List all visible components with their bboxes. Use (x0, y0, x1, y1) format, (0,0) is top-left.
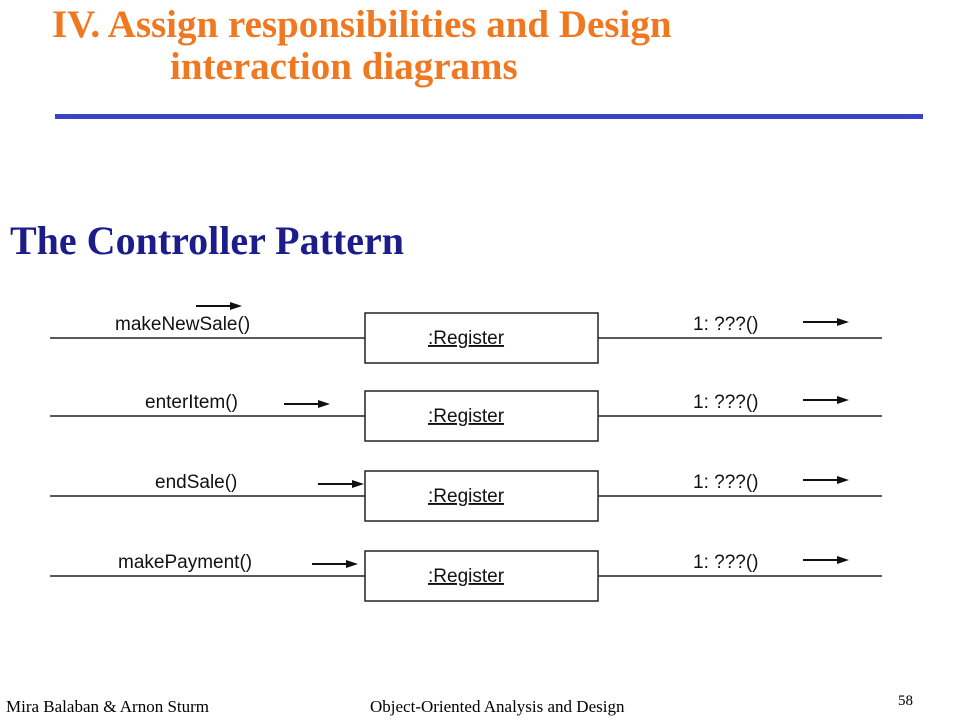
outgoing-message-label: 1: ???() (693, 552, 758, 573)
register-object-box (364, 312, 599, 364)
page-number: 58 (898, 693, 913, 709)
incoming-arrow (318, 480, 364, 488)
outgoing-arrow (803, 476, 849, 484)
incoming-message-label: enterItem() (145, 392, 238, 413)
incoming-message-label: endSale() (155, 472, 237, 493)
outgoing-arrow (803, 396, 849, 404)
slide-title-line-2: interaction diagrams (170, 45, 518, 88)
object-label: :Register (428, 406, 505, 427)
incoming-arrow (284, 400, 330, 408)
register-object-box (364, 390, 599, 442)
diagram-row: makePayment() :Register 1: ???() (50, 550, 882, 602)
incoming-arrow (196, 302, 242, 310)
diagram-row: makeNewSale() :Register 1: ???() (50, 302, 882, 364)
footer-authors: Mira Balaban & Arnon Sturm (6, 697, 210, 716)
slide-title-line-1: IV. Assign responsibilities and Design (52, 3, 672, 46)
slide-title: IV. Assign responsibilities and Design i… (52, 4, 672, 88)
outgoing-arrow (803, 556, 849, 564)
incoming-message-label: makePayment() (118, 552, 252, 573)
register-object-box (364, 470, 599, 522)
diagram-row: enterItem() :Register 1: ???() (50, 390, 882, 442)
object-label: :Register (428, 566, 505, 587)
incoming-message-label: makeNewSale() (115, 314, 250, 335)
diagram-row: endSale() :Register 1: ???() (50, 470, 882, 522)
incoming-arrow (312, 560, 358, 568)
slide-subtitle: The Controller Pattern (10, 218, 405, 263)
outgoing-message-label: 1: ???() (693, 472, 758, 493)
title-underline (55, 114, 923, 119)
object-label: :Register (428, 486, 505, 507)
object-label: :Register (428, 328, 505, 349)
footer-course: Object-Oriented Analysis and Design (370, 697, 625, 716)
outgoing-message-label: 1: ???() (693, 314, 758, 335)
outgoing-message-label: 1: ???() (693, 392, 758, 413)
outgoing-arrow (803, 318, 849, 326)
register-object-box (364, 550, 599, 602)
